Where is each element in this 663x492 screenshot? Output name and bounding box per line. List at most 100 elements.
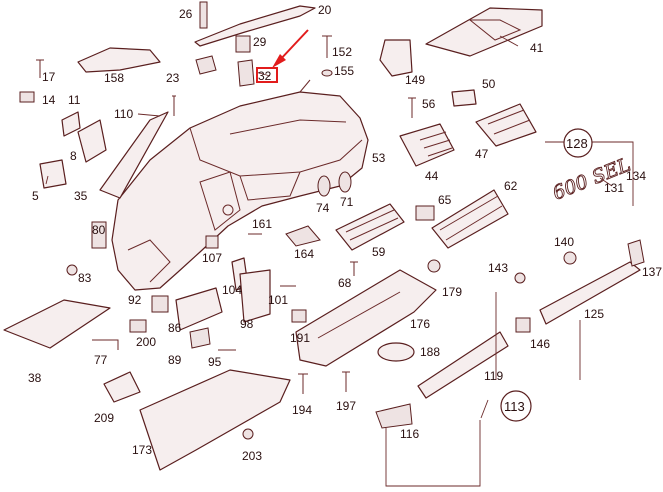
part-50 — [451, 89, 477, 107]
strip-35 — [99, 111, 169, 199]
switch-5 — [39, 159, 67, 189]
callout-38: 38 — [28, 371, 42, 385]
callout-26: 26 — [179, 7, 193, 21]
callout-152: 152 — [332, 45, 352, 59]
callout-14: 14 — [42, 93, 56, 107]
callout-44: 44 — [425, 169, 439, 183]
part-191 — [291, 309, 307, 323]
callout-194: 194 — [292, 403, 312, 417]
leader-lines — [45, 35, 613, 419]
callout-71: 71 — [340, 195, 354, 209]
fastener-203 — [242, 428, 254, 440]
callout-164: 164 — [294, 247, 314, 261]
screw-152 — [322, 35, 332, 58]
ring-74 — [317, 175, 331, 197]
callout-137: 137 — [642, 265, 662, 279]
callout-62: 62 — [504, 179, 518, 193]
callout-197: 197 — [336, 399, 356, 413]
part-80 — [91, 221, 107, 249]
pin-part — [199, 1, 208, 29]
screw-197 — [342, 371, 350, 392]
part-83 — [66, 264, 78, 276]
highlight-arrowhead — [272, 54, 286, 68]
callout-68: 68 — [338, 276, 352, 290]
part-209 — [103, 371, 141, 403]
screw-194 — [298, 373, 308, 394]
part-143 — [514, 272, 526, 284]
badge-lettering: 600 SEL — [550, 154, 634, 205]
screw-110 — [172, 95, 176, 116]
ring-71 — [338, 171, 352, 193]
callout-119: 119 — [484, 369, 503, 383]
callout-41: 41 — [530, 41, 544, 55]
callout-209: 209 — [94, 411, 114, 425]
part-137 — [627, 239, 645, 267]
callout-35: 35 — [74, 189, 88, 203]
callout-8: 8 — [70, 149, 77, 163]
part-164 — [285, 225, 321, 247]
callout-labels: 26 20 29 23 32 152 155 41 149 50 56 53 4… — [28, 3, 662, 463]
callout-128: 128 — [566, 136, 588, 151]
callout-116: 116 — [400, 427, 419, 441]
callout-83: 83 — [78, 271, 92, 285]
callout-23: 23 — [166, 71, 180, 85]
callout-203: 203 — [242, 449, 262, 463]
lock-179 — [427, 259, 441, 273]
part-89 — [189, 327, 211, 349]
callout-89: 89 — [168, 353, 182, 367]
leader-113 — [385, 420, 481, 487]
lower-trim-173 — [139, 369, 291, 471]
callout-77: 77 — [94, 353, 108, 367]
part-107 — [205, 235, 219, 249]
bracket-158 — [77, 47, 161, 73]
washer-155 — [321, 69, 333, 77]
cover-38 — [3, 299, 111, 349]
callout-53: 53 — [372, 151, 386, 165]
callout-179: 179 — [442, 285, 462, 299]
callout-107: 107 — [202, 251, 222, 265]
callout-74: 74 — [316, 201, 330, 215]
callout-92: 92 — [128, 293, 142, 307]
callout-95: 95 — [208, 355, 222, 369]
part-116 — [375, 403, 413, 429]
callout-131: 131 — [604, 181, 624, 195]
vent-47 — [475, 103, 537, 147]
callout-173: 173 — [132, 443, 152, 457]
callout-146: 146 — [530, 337, 550, 351]
callout-143: 143 — [488, 261, 508, 275]
part-200 — [129, 319, 147, 333]
highlighted-clip-part — [237, 59, 255, 87]
part-92 — [151, 295, 169, 313]
callout-125: 125 — [584, 307, 604, 321]
trim-119 — [417, 331, 509, 399]
nut-14 — [19, 91, 35, 103]
strip-11 — [61, 111, 81, 137]
vent-59 — [335, 203, 405, 251]
callout-140: 140 — [554, 235, 574, 249]
highlight-box — [256, 67, 278, 83]
screw-17 — [36, 59, 44, 78]
callout-176: 176 — [410, 317, 430, 331]
callout-158: 158 — [104, 71, 124, 85]
part-188 — [377, 342, 415, 362]
callout-134: 134 — [626, 169, 646, 183]
bracket-149 — [379, 39, 413, 77]
callout-59: 59 — [372, 245, 386, 259]
clip-part — [235, 35, 251, 53]
trim-125 — [539, 261, 641, 325]
callout-191: 191 — [290, 331, 310, 345]
switch-panel-86 — [175, 287, 223, 331]
callout-161: 161 — [252, 217, 272, 231]
callout-98: 98 — [240, 317, 254, 331]
part-77 — [92, 339, 119, 350]
callout-65: 65 — [438, 193, 452, 207]
trim-strip — [194, 5, 316, 47]
callout-155: 155 — [334, 64, 354, 78]
callout-188: 188 — [420, 345, 440, 359]
part-146 — [515, 317, 531, 333]
callout-56: 56 — [422, 97, 436, 111]
callout-5: 5 — [32, 189, 39, 203]
circled-callouts: 128 113 — [500, 128, 593, 422]
